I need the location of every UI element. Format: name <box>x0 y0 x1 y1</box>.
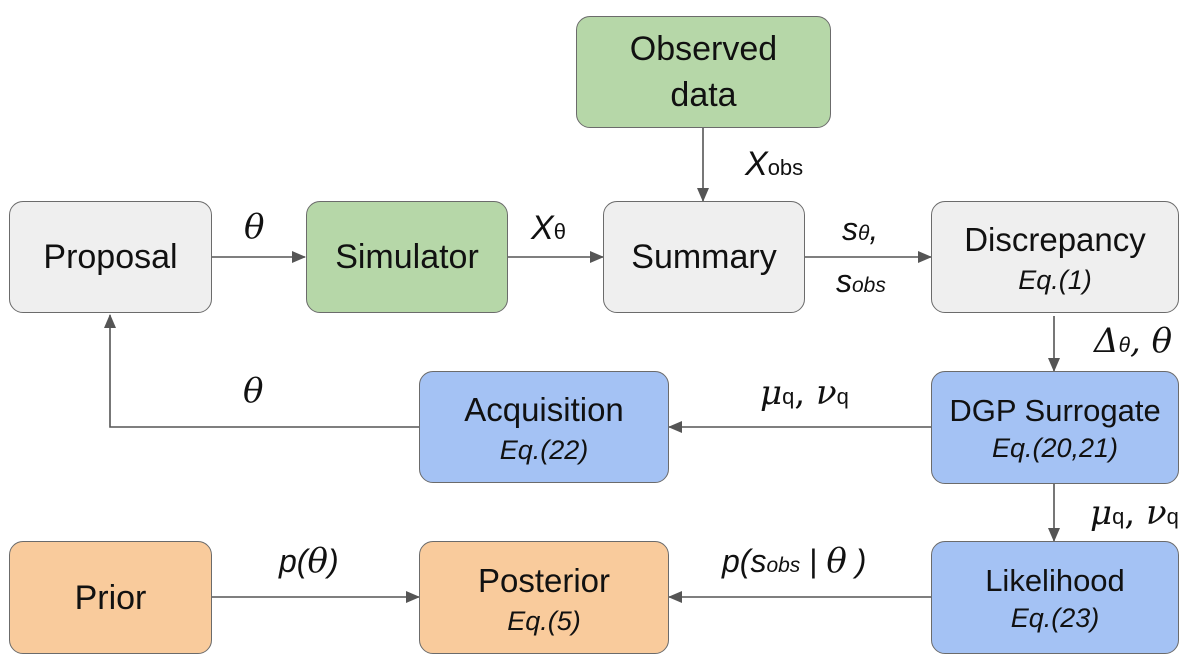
x-obs-sub: obs <box>767 155 804 180</box>
mu-sub-2: q <box>1112 504 1125 529</box>
label-mu-nu-likelihood: μq, νq <box>1090 494 1179 536</box>
discrepancy-eq: Eq.(1) <box>1018 265 1092 295</box>
label-p-theta: p(θ) <box>279 542 339 580</box>
p-s-open: p( <box>722 543 751 579</box>
simulator-node: Simulator <box>306 201 508 313</box>
discrepancy-label: Discrepancy <box>964 221 1146 258</box>
mu-nu-sep: , <box>794 373 816 413</box>
mu-sub: q <box>782 384 795 409</box>
dgp-surrogate-label: DGP Surrogate <box>949 392 1161 428</box>
label-x-theta: Xθ <box>531 209 566 251</box>
observed-data-line2: data <box>670 76 737 114</box>
label-theta-to-simulator: θ <box>244 207 265 247</box>
posterior-node: Posterior Eq.(5) <box>419 541 669 654</box>
acquisition-label: Acquisition <box>464 391 624 428</box>
observed-data-line1: Observed <box>629 30 778 68</box>
p-s-symbol: s <box>750 543 767 579</box>
observed-data-node: Observed data <box>576 16 831 128</box>
nu-symbol-2: ν <box>1145 493 1167 533</box>
proposal-label: Proposal <box>43 238 178 276</box>
mu-symbol: μ <box>760 373 783 413</box>
summary-node: Summary <box>603 201 805 313</box>
mu-symbol-2: μ <box>1090 493 1113 533</box>
p-theta-close: ) <box>327 543 339 579</box>
delta-symbol: Δ <box>1094 321 1119 361</box>
dgp-surrogate-eq: Eq.(20,21) <box>991 432 1119 463</box>
mu-nu-sep-2: , <box>1124 493 1146 533</box>
label-s-obs: sobs <box>836 262 886 305</box>
x-theta-sub: θ <box>553 219 566 244</box>
x-obs-symbol: X <box>745 145 768 183</box>
p-s-bar: | <box>800 543 827 579</box>
delta-rest: , θ <box>1129 321 1173 361</box>
likelihood-label: Likelihood <box>985 562 1125 598</box>
s-theta-comma: , <box>869 211 879 247</box>
acquisition-eq: Eq.(22) <box>499 435 589 465</box>
nu-sub: q <box>836 384 849 409</box>
prior-node: Prior <box>9 541 212 654</box>
posterior-label: Posterior <box>477 561 611 599</box>
likelihood-node: Likelihood Eq.(23) <box>931 541 1179 654</box>
acquisition-node: Acquisition Eq.(22) <box>419 371 669 483</box>
label-theta-back: θ <box>243 371 264 411</box>
proposal-node: Proposal <box>9 201 212 313</box>
nu-symbol: ν <box>815 373 837 413</box>
nu-sub-2: q <box>1166 504 1179 529</box>
s-theta-sub: θ <box>858 222 870 245</box>
p-theta-open: p( <box>279 543 308 579</box>
discrepancy-node: Discrepancy Eq.(1) <box>931 201 1179 313</box>
p-s-theta: θ <box>826 541 847 581</box>
s-theta-symbol: s <box>842 211 858 247</box>
prior-label: Prior <box>74 578 147 617</box>
p-theta-theta: θ <box>307 541 328 581</box>
label-s-theta: sθ, <box>842 210 878 253</box>
label-mu-nu-acquisition: μq, νq <box>760 374 849 416</box>
s-obs-sub: obs <box>852 274 886 297</box>
x-theta-symbol: X <box>531 209 554 247</box>
p-s-close: ) <box>846 543 867 579</box>
arrow-acquisition-to-proposal <box>104 314 419 428</box>
likelihood-eq: Eq.(23) <box>1010 602 1100 633</box>
summary-label: Summary <box>631 238 777 276</box>
label-p-s-obs-given-theta: p(sobs | θ ) <box>722 542 866 585</box>
s-obs-symbol: s <box>836 263 852 299</box>
delta-sub: θ <box>1118 334 1130 357</box>
p-s-sub: obs <box>766 554 801 577</box>
label-delta-theta: Δθ, θ <box>1094 322 1172 365</box>
dgp-surrogate-node: DGP Surrogate Eq.(20,21) <box>931 371 1179 484</box>
posterior-eq: Eq.(5) <box>507 605 581 636</box>
simulator-label: Simulator <box>335 238 479 276</box>
label-x-obs: Xobs <box>745 145 803 187</box>
